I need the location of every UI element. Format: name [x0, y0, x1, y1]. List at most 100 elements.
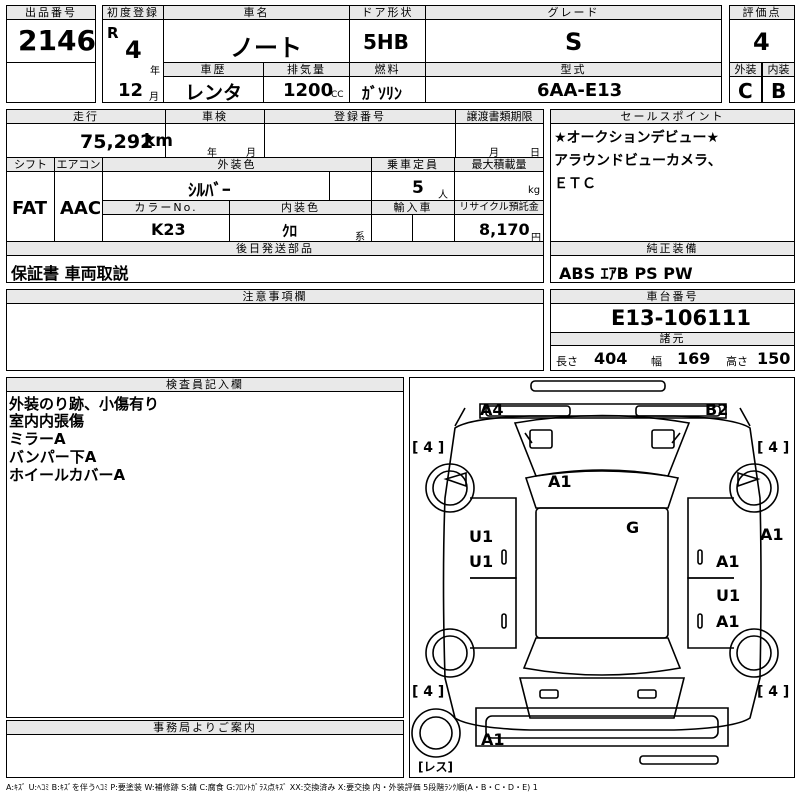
sales-point-line: アラウンドビューカメラ、 — [554, 153, 722, 169]
dims-header: 諸元 — [550, 332, 795, 346]
interior-color-header: 内装色 — [229, 200, 372, 215]
lot-number-header: 出品番号 — [6, 5, 96, 20]
interior-header: 内装 — [762, 62, 795, 77]
spare-tire: [レス] — [418, 760, 453, 774]
reg-month: 12 — [118, 80, 144, 101]
sales-point-line: ★オークションデビュー★ — [554, 130, 720, 146]
interior-color-unit: 系 — [355, 232, 365, 243]
height-label: 高さ — [726, 355, 748, 368]
capacity-header: 乗車定員 — [371, 157, 455, 172]
inspection-header: 車検 — [165, 109, 265, 124]
color-no-header: カラーNo. — [102, 200, 230, 215]
mark-left-door-1: U1 — [469, 527, 494, 546]
tire-fl-value: 4 — [423, 440, 434, 456]
tire-rear-left: [ 4 ] — [412, 684, 445, 700]
inspection-year-unit: 年 — [207, 148, 217, 159]
import-box-2 — [412, 214, 455, 242]
exterior-color: ｼﾙﾊﾞｰ — [188, 181, 231, 201]
legend: A:ｷｽﾞ U:ﾍｺﾐ B:ｷｽﾞを伴うﾍｺﾐ P:要塗装 W:補修跡 S:錆 … — [6, 783, 538, 792]
inspection-month-unit: 月 — [246, 148, 256, 159]
chassis-number: E13-106111 — [611, 306, 751, 330]
displacement: 1200 — [283, 80, 334, 101]
caution-header: 注意事項欄 — [6, 289, 544, 304]
displacement-unit: CC — [331, 90, 344, 100]
first-reg-header: 初度登録 — [102, 5, 164, 20]
interior-box — [762, 76, 795, 103]
inspector-header: 検査員記入欄 — [6, 377, 404, 392]
registration-box — [264, 123, 456, 158]
inspector-note: ミラーA — [9, 430, 66, 448]
mileage-header: 走行 — [6, 109, 166, 124]
score: 4 — [753, 28, 770, 56]
interior-grade: B — [771, 79, 787, 103]
equipment-box — [550, 255, 795, 283]
later-parts-header: 後日発送部品 — [6, 241, 544, 256]
door-type: 5HB — [363, 30, 409, 54]
width: 169 — [677, 349, 711, 368]
capacity: 5 — [412, 178, 424, 198]
history-header: 車歴 — [163, 62, 264, 77]
equipment-header: 純正装備 — [550, 241, 795, 256]
height: 150 — [757, 349, 791, 368]
ac-header: エアコン — [54, 157, 103, 172]
import-box — [371, 214, 413, 242]
recycle-header: リサイクル預託金 — [454, 200, 544, 215]
mark-right-door-1: A1 — [716, 552, 740, 571]
interior-color: ｸﾛ — [282, 222, 298, 240]
mark-hood: A1 — [548, 472, 572, 491]
model: 6AA-E13 — [537, 80, 623, 101]
registration-header: 登録番号 — [264, 109, 456, 124]
color-box-aux — [329, 171, 372, 201]
shift: FAT — [12, 198, 48, 219]
mark-roof: G — [626, 518, 640, 537]
capacity-unit: 人 — [438, 190, 448, 201]
mark-right-door-3: A1 — [716, 612, 740, 631]
month-unit: 月 — [149, 92, 159, 103]
mileage: 75,292 — [80, 131, 154, 153]
tire-front-right: [ 4 ] — [757, 440, 790, 456]
mark-front-left: A4 — [480, 400, 504, 419]
inspector-note: 外装のり跡、小傷有り — [9, 395, 160, 413]
equipment: ABS ｴｱB PS PW — [559, 264, 693, 283]
import-header: 輸入車 — [371, 200, 455, 215]
lot-number: 2146 — [18, 24, 96, 57]
tire-front-left: [ 4 ] — [412, 440, 445, 456]
exterior-grade: C — [738, 79, 753, 103]
later-parts: 保証書 車両取説 — [11, 264, 129, 283]
displacement-header: 排気量 — [263, 62, 350, 77]
history: レンタ — [185, 82, 243, 104]
max-load-header: 最大積載量 — [454, 157, 544, 172]
dims-box — [550, 345, 795, 371]
width-label: 幅 — [651, 355, 662, 368]
inspector-box — [6, 391, 404, 718]
chassis-header: 車台番号 — [550, 289, 795, 304]
recycle-unit: 円 — [531, 233, 541, 244]
length: 404 — [594, 349, 628, 368]
tire-rr-value: 4 — [768, 684, 779, 700]
transfer-header: 譲渡書類期限 — [455, 109, 544, 124]
year-unit: 年 — [150, 66, 160, 77]
damage-diagram: A4 B2 A1 G U1 U1 A1 U1 A1 A1 A1 [ 4 ] [ … — [409, 377, 795, 778]
inspector-note: ホイールカバーA — [9, 466, 126, 484]
ac: AAC — [60, 198, 102, 219]
car-diagram-svg — [411, 380, 779, 765]
mark-left-door-2: U1 — [469, 552, 494, 571]
office-box — [6, 734, 404, 778]
tire-rl-value: 4 — [423, 684, 434, 700]
car-name-header: 車名 — [163, 5, 350, 20]
inspector-note: バンパー下A — [9, 448, 97, 466]
office-header: 事務局よりご案内 — [6, 720, 404, 735]
fuel: ｶﾞｿﾘﾝ — [362, 84, 403, 103]
shift-header: シフト — [6, 157, 55, 172]
later-parts-box — [6, 255, 544, 283]
car-name: ノート — [230, 34, 302, 62]
max-load-unit: kg — [528, 185, 541, 196]
transfer-day-unit: 日 — [530, 148, 540, 159]
interior-color-box — [229, 214, 372, 242]
model-box — [425, 76, 722, 103]
sales-point-line: ＥＴＣ — [554, 176, 596, 192]
transfer-month-unit: 月 — [489, 148, 499, 159]
lot-number-blank — [6, 62, 96, 103]
inspector-note: 室内内張傷 — [9, 412, 85, 430]
fuel-header: 燃料 — [349, 62, 426, 77]
